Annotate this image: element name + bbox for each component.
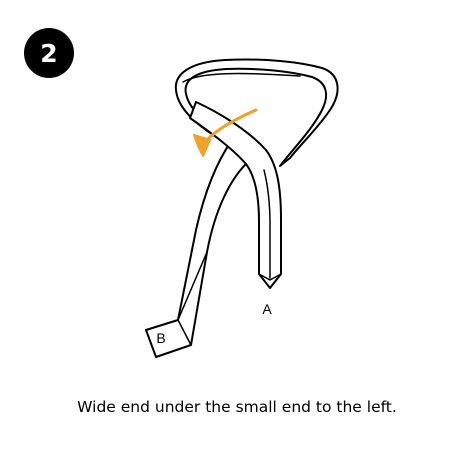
- wide-end-blade: [145, 139, 251, 358]
- wide-end-label: B: [156, 330, 165, 346]
- step-number: 2: [40, 38, 58, 68]
- curved-arrow-left-down-icon: [193, 108, 258, 157]
- step-number-badge: 2: [24, 28, 74, 78]
- instruction-caption: Wide end under the small end to the left…: [77, 398, 397, 416]
- small-end-label: A: [262, 301, 272, 317]
- small-end-blade: [189, 101, 282, 289]
